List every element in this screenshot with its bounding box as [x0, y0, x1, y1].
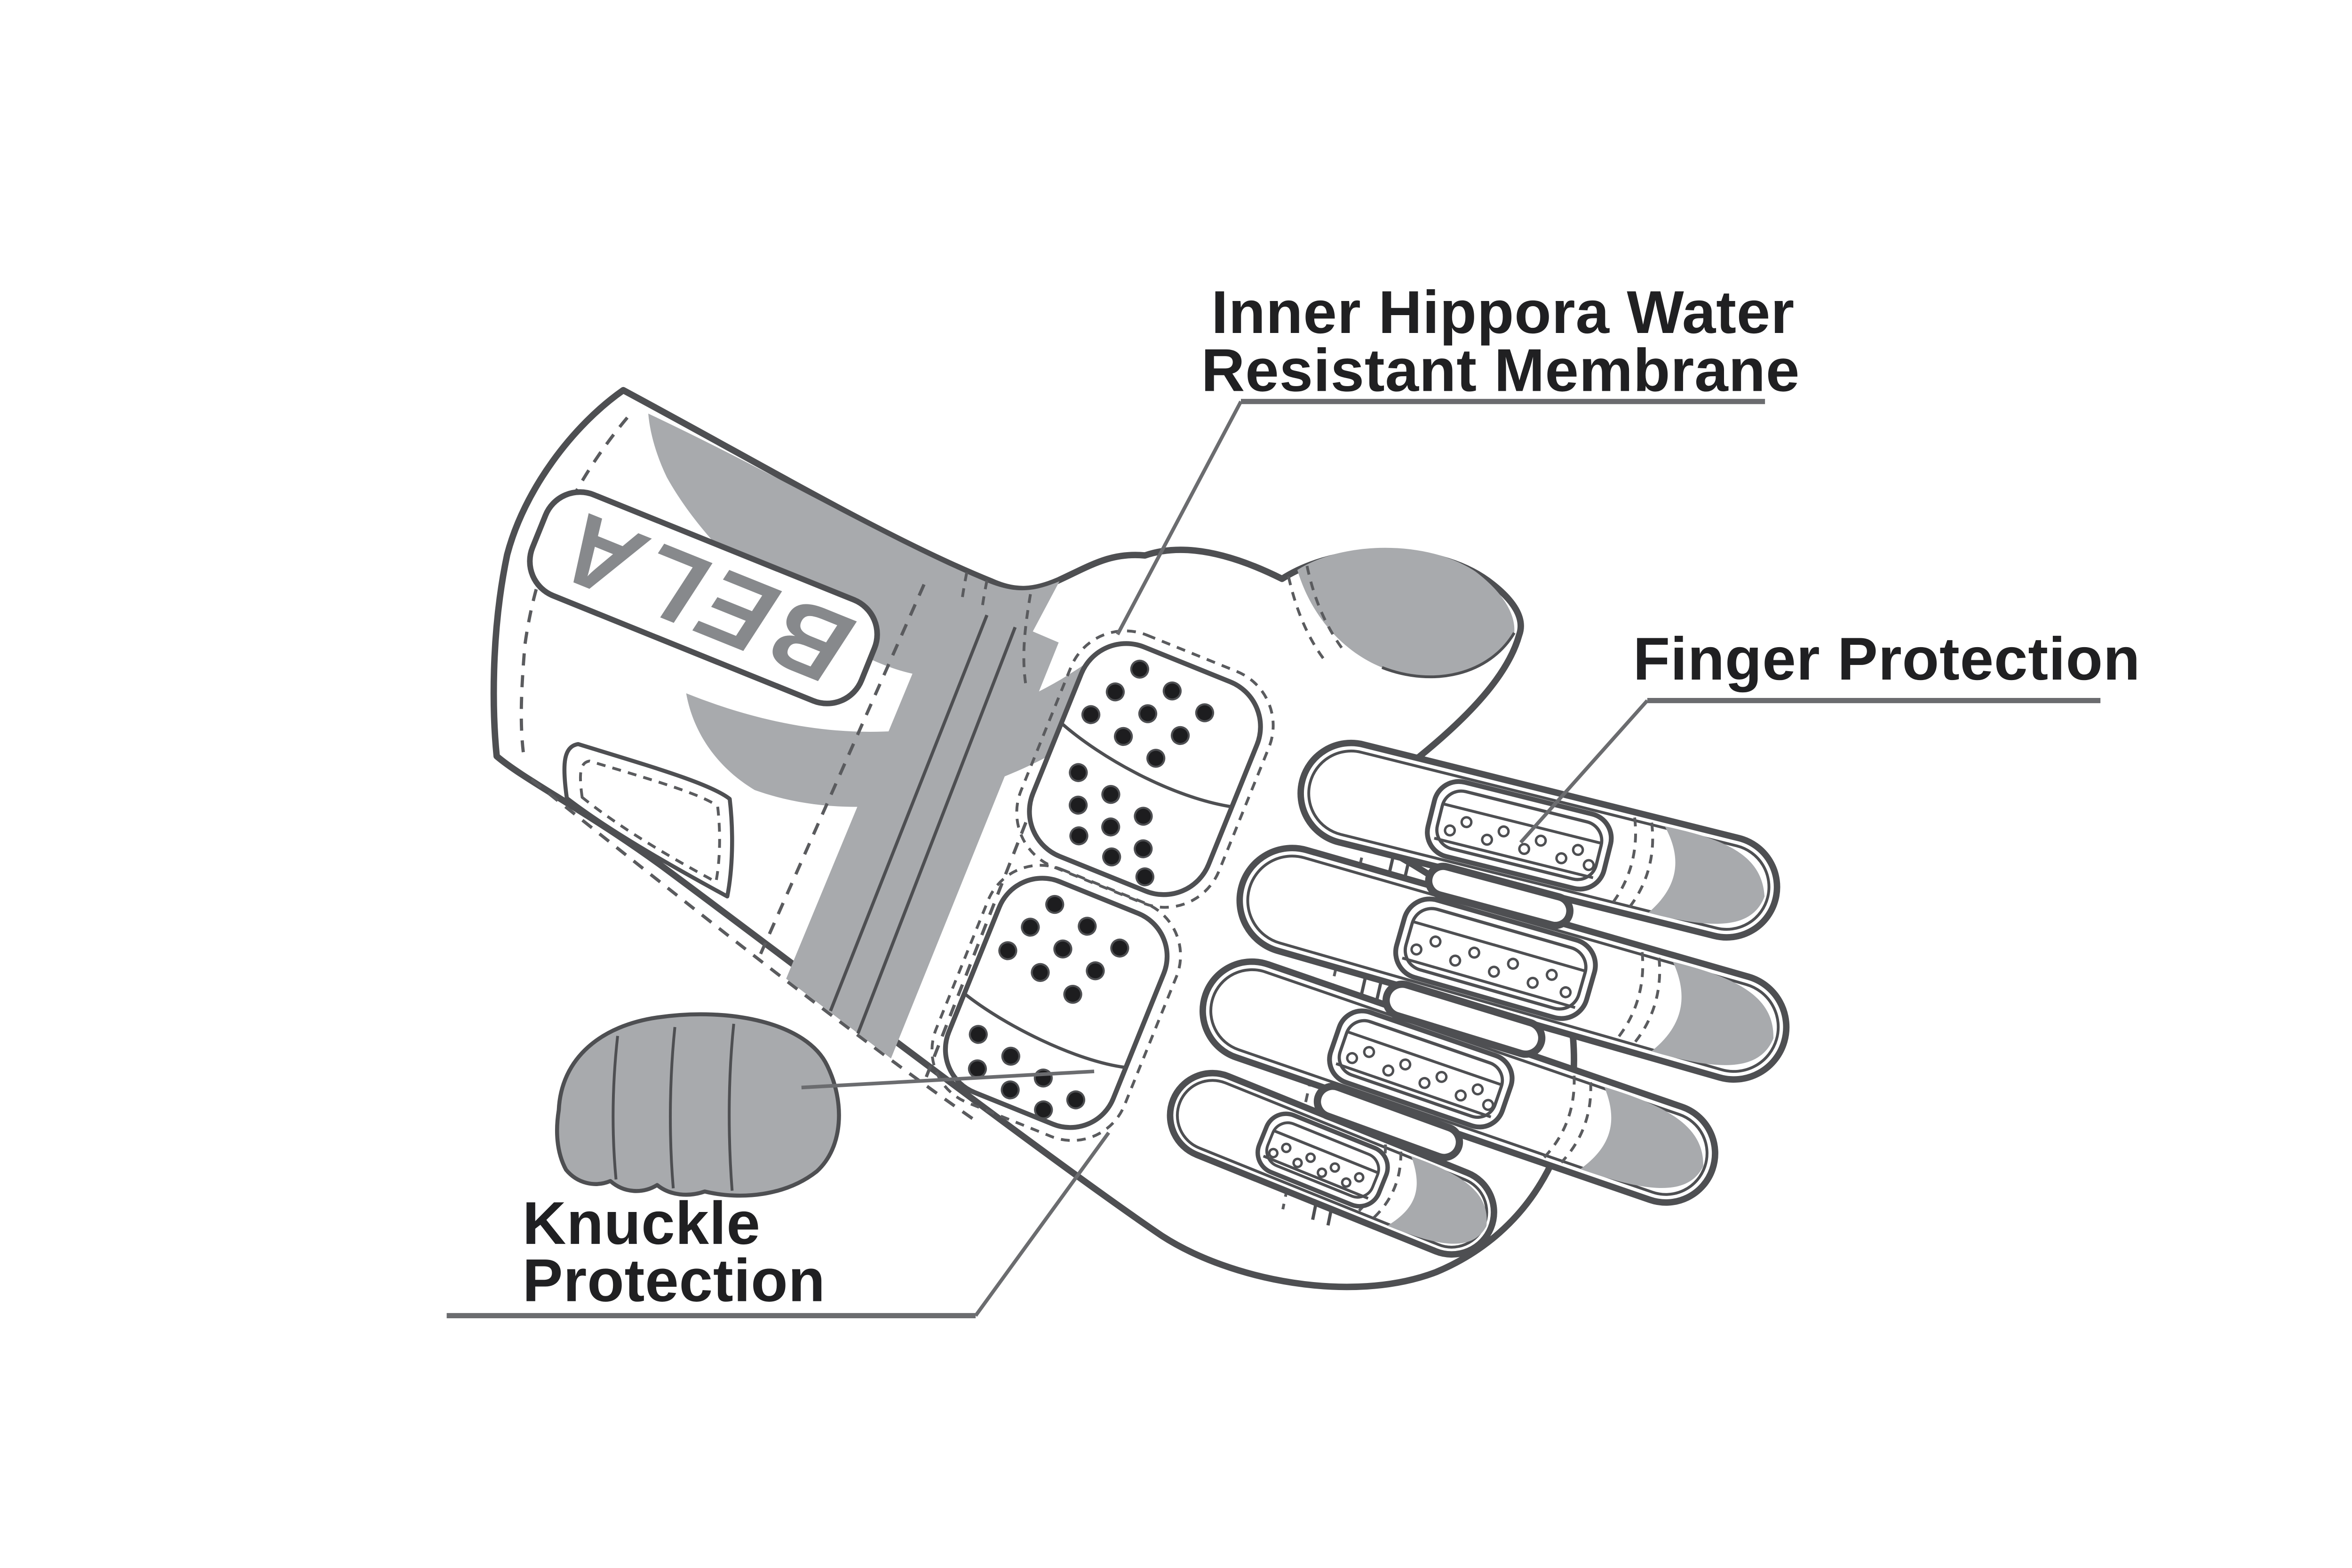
knuckle-protector-inset — [555, 1012, 841, 1198]
inter-finger-slot-1 — [1425, 863, 1574, 929]
finger-pad-middle — [1393, 896, 1598, 1021]
cuff-swoosh-panel — [686, 649, 1141, 807]
finger-pad-index — [1425, 779, 1614, 892]
knuckle-pad-upper — [1015, 629, 1275, 909]
stripe-band-line-2 — [856, 626, 1017, 1034]
wrist-strap-stitch — [579, 760, 721, 884]
cuff-stitch-left — [519, 416, 629, 752]
knuckle-protector-shape — [555, 1012, 841, 1198]
knuckle-pad-lower-seam — [963, 992, 1126, 1069]
fingertip-middle — [1651, 962, 1774, 1065]
perforation-dots-upper — [1068, 659, 1215, 887]
finger-index-inner-line — [1307, 749, 1771, 931]
knuckle-groove-2 — [669, 1027, 676, 1188]
finger-ring — [1200, 958, 1718, 1206]
knuckle-pad-lower — [930, 863, 1182, 1142]
finger-middle — [1236, 845, 1790, 1083]
fingertip-middle-stitch-2 — [1631, 958, 1661, 1047]
wrist-strap-panel — [562, 742, 734, 899]
finger-pad-ring — [1327, 1008, 1515, 1130]
finger-ring-inner-line — [1209, 968, 1708, 1196]
leader-line-knuckle-label — [974, 1132, 1110, 1317]
inter-finger-slot-3 — [1313, 1083, 1463, 1161]
thumb-pad-edge — [1381, 632, 1516, 679]
leader-line-finger — [1519, 699, 1649, 844]
fingertip-index — [1648, 826, 1765, 924]
knuckle-groove-1 — [612, 1036, 619, 1180]
fingertip-ring — [1580, 1087, 1703, 1188]
leader-line-membrane — [1116, 400, 1243, 635]
label-membrane-line1: Inner Hippora Water — [1211, 279, 1795, 346]
brand-patch-shape — [527, 489, 880, 706]
fingertip-index-stitch-1 — [1610, 817, 1637, 906]
stripe-band-line-1 — [829, 614, 989, 1012]
label-knuckle-line1: Knuckle — [523, 1190, 761, 1257]
inter-finger-slot-2 — [1383, 980, 1546, 1058]
fingertip-pinky-stitch-2 — [1370, 1151, 1403, 1221]
knuckle-pad-upper-seam — [1060, 722, 1232, 808]
stripe-band-stitch-left — [755, 584, 926, 963]
knuckle-groove-3 — [728, 1023, 735, 1191]
fingertip-middle-stitch-1 — [1613, 952, 1645, 1043]
thumb-stitch-1 — [1287, 576, 1328, 665]
perforation-dots-lower — [968, 895, 1129, 1120]
label-membrane-line2: Resistant Membrane — [1201, 337, 1800, 404]
thumb-stitch-2 — [1305, 565, 1344, 650]
knuckle-pad-lower-stitch — [930, 863, 1182, 1142]
label-finger-protection: Finger Protection — [1633, 626, 2141, 693]
finger-index — [1297, 739, 1780, 941]
finger-pad-pinky — [1255, 1111, 1390, 1209]
stripe-band — [786, 594, 1059, 1059]
leader-line-knuckle-inset — [801, 1069, 1095, 1090]
thumb-pad — [1297, 547, 1515, 677]
fingertip-pinky — [1387, 1156, 1487, 1244]
label-knuckle-line2: Protection — [523, 1247, 826, 1315]
